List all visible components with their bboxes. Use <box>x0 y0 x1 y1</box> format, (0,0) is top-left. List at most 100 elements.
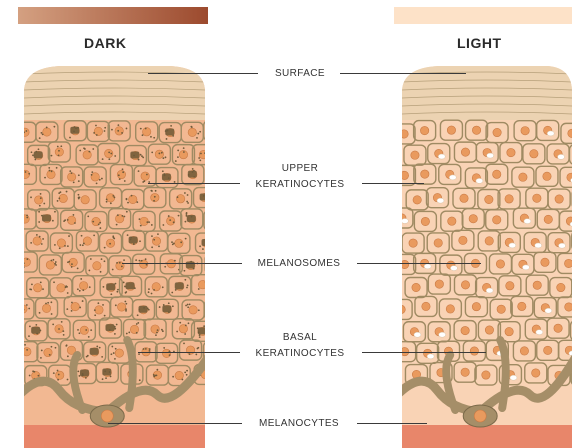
melanosome-dot <box>51 155 53 157</box>
melanosome-dot <box>104 260 106 262</box>
melanosome-dot <box>162 170 164 172</box>
melanosome-dot <box>213 174 215 176</box>
cell-nucleus <box>198 280 206 288</box>
melanosome-dot <box>145 128 147 130</box>
cell-nucleus <box>81 196 89 204</box>
melanosome-dot <box>73 181 75 183</box>
melanosome-dot <box>90 329 92 331</box>
melanosome-dot <box>51 260 53 262</box>
melanosome-dot <box>71 310 73 312</box>
melanosome-dot <box>41 243 43 245</box>
melanosome-dot <box>67 379 69 381</box>
melanosome-dot <box>58 197 60 199</box>
melanosome-cluster <box>138 306 147 313</box>
melanosome-dot <box>121 266 123 268</box>
melanosome-dot <box>110 202 112 204</box>
melanosome-dot <box>82 244 84 246</box>
melanosome-dot <box>208 248 210 250</box>
melanosome-dot <box>115 283 117 285</box>
melanosome-dot <box>36 234 38 236</box>
melanosome-dot <box>43 203 45 205</box>
melanosome-dot <box>184 371 186 373</box>
cell-nucleus <box>23 348 31 356</box>
melanosome-cluster <box>188 171 197 178</box>
cell-nucleus <box>212 260 220 268</box>
melanosome-dot <box>157 329 159 331</box>
melanosome-dot <box>145 348 147 350</box>
melanosome-dot <box>28 308 30 310</box>
melanosome-dot <box>74 222 76 224</box>
melanosome-dot <box>89 286 91 288</box>
cell-nucleus <box>472 126 480 134</box>
melanosome-dot <box>208 198 210 200</box>
melanosome-cluster <box>31 327 40 334</box>
melanosome-dot <box>42 238 44 240</box>
melanosome-dot <box>161 152 163 154</box>
melanosome-dot <box>20 302 22 304</box>
melanosome-cluster <box>200 194 209 201</box>
melanosome-cluster <box>175 282 184 289</box>
melanosome-dot <box>110 293 112 295</box>
melanosome-dot <box>119 178 121 180</box>
melanosome-dot <box>126 198 128 200</box>
melanosome-dot <box>148 309 150 311</box>
surface-layer <box>402 60 572 120</box>
melanosome-light <box>450 266 457 271</box>
cell-nucleus <box>485 237 493 245</box>
melanosome-dot <box>57 200 59 202</box>
melanosome-dot <box>42 288 44 290</box>
melanosome-dot <box>77 288 79 290</box>
melanosome-dot <box>54 211 56 213</box>
cell-nucleus <box>142 128 150 136</box>
melanosome-dot <box>29 375 31 377</box>
melanosome-dot <box>77 371 79 373</box>
cell-nucleus <box>447 126 455 134</box>
melanosome-dot <box>155 190 157 192</box>
melanosome-dot <box>48 167 50 169</box>
cell-nucleus <box>506 282 514 290</box>
melanosome-dot <box>65 286 67 288</box>
melanocyte-nucleus <box>474 410 486 422</box>
melanosome-dot <box>94 309 96 311</box>
melanosome-dot <box>184 192 186 194</box>
melanosome-cluster <box>90 348 99 355</box>
melanosome-dot <box>77 329 79 331</box>
dermis-layer <box>402 425 572 448</box>
melanosome-dot <box>67 292 69 294</box>
melanosome-dot <box>62 330 64 332</box>
melanosome-dot <box>20 221 22 223</box>
melanosome-light <box>449 175 456 180</box>
melanosome-dot <box>117 214 119 216</box>
melanosome-dot <box>222 308 224 310</box>
melanosome-dot <box>162 224 164 226</box>
melanosome-dot <box>217 305 219 307</box>
melanosome-dot <box>31 151 33 153</box>
melanosomes-leader-right <box>357 263 481 264</box>
cell-nucleus <box>115 349 123 357</box>
cell-nucleus <box>211 216 219 224</box>
cell-nucleus <box>421 217 429 225</box>
melanosome-dot <box>188 322 190 324</box>
melanosome-dot <box>38 148 40 150</box>
melanosome-dot <box>105 377 107 379</box>
melanosome-dot <box>52 323 54 325</box>
melanosome-dot <box>195 354 197 356</box>
cell-nucleus <box>186 346 194 354</box>
melanosome-dot <box>199 334 201 336</box>
melanosome-dot <box>185 221 187 223</box>
cell-nucleus <box>421 170 429 178</box>
cell-nucleus <box>35 196 43 204</box>
melanosome-dot <box>32 154 34 156</box>
melanosome-dot <box>32 370 34 372</box>
melanosome-dot <box>216 260 218 262</box>
upper-keratinocytes-label: UPPER KERATINOCYTES <box>240 162 360 191</box>
melanosome-cluster <box>165 129 174 136</box>
melanocyte-nucleus <box>101 410 113 422</box>
cell-nucleus <box>485 195 493 203</box>
cell-nucleus <box>211 306 219 314</box>
cell-nucleus <box>422 302 430 310</box>
melanosome-dot <box>211 353 213 355</box>
melanosome-dot <box>113 238 115 240</box>
melanosome-dot <box>30 196 32 198</box>
cell-nucleus <box>80 326 88 334</box>
